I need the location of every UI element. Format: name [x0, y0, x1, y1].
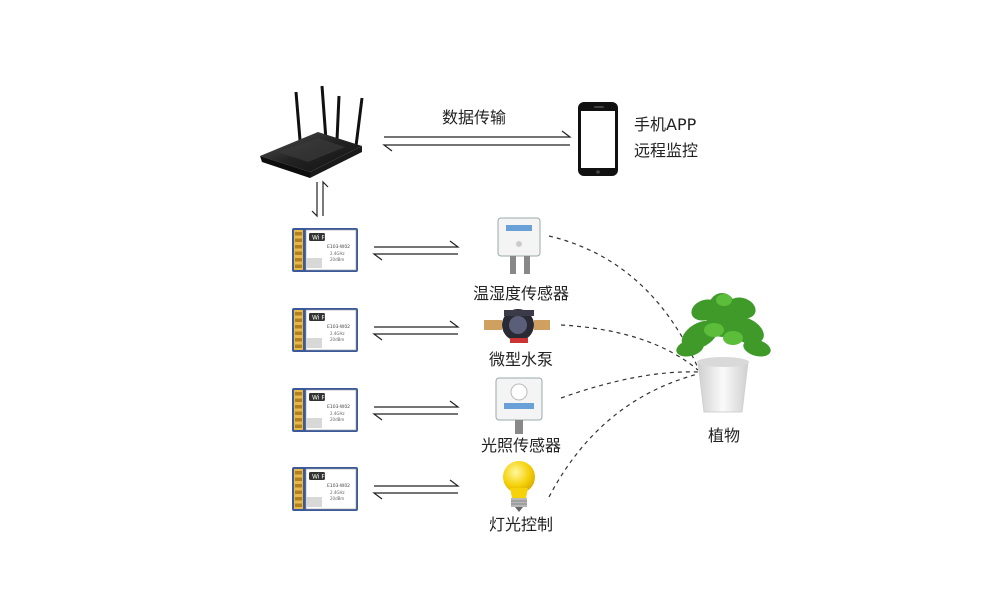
wifi-power-text: 20dBm — [330, 496, 344, 501]
wifi-logo-text: Wi Fi — [312, 235, 326, 242]
wifi-freq-text: 2.4GHz — [330, 490, 345, 495]
wifi-power-text: 20dBm — [330, 337, 344, 342]
device-label-light-sensor: 光照传感器 — [480, 436, 562, 455]
wifi-model-text: E103-W02 — [327, 244, 350, 250]
wifi-freq-text: 2.4GHz — [330, 251, 345, 256]
water-pump-icon — [484, 309, 550, 343]
wifi-model-text: E103-W02 — [327, 483, 350, 489]
device-label-temp-humidity: 温湿度传感器 — [472, 284, 570, 303]
light-sensor-icon — [495, 377, 543, 434]
module-device-arrows — [372, 320, 460, 341]
module-device-arrows — [372, 240, 460, 261]
wifi-freq-text: 2.4GHz — [330, 331, 345, 336]
wifi-freq-text: 2.4GHz — [330, 411, 345, 416]
router-module-arrows — [311, 180, 329, 218]
phone-app-label: 手机APP — [634, 115, 697, 134]
plant-icon — [676, 293, 771, 413]
device-label-water-pump: 微型水泵 — [488, 350, 554, 369]
light-bulb-icon — [503, 461, 535, 512]
wifi-logo-text: Wi Fi — [312, 474, 326, 481]
wifi-power-text: 20dBm — [330, 257, 344, 262]
wifi-model-text: E103-W02 — [327, 324, 350, 330]
wifi-power-text: 20dBm — [330, 417, 344, 422]
phone-icon — [578, 102, 618, 176]
data-transfer-arrows — [382, 130, 572, 152]
router-icon — [260, 85, 364, 178]
device-label-light-control: 灯光控制 — [488, 515, 554, 534]
temp-humidity-sensor-icon — [497, 217, 541, 274]
module-device-arrows — [372, 479, 460, 500]
data-transfer-label: 数据传输 — [441, 108, 507, 127]
wifi-model-text: E103-W02 — [327, 404, 350, 410]
plant-label: 植物 — [707, 426, 741, 445]
wifi-logo-text: Wi Fi — [312, 315, 326, 322]
wifi-logo-text: Wi Fi — [312, 395, 326, 402]
module-device-arrows — [372, 400, 460, 421]
phone-monitor-label: 远程监控 — [634, 141, 699, 160]
plant-connections — [548, 235, 699, 498]
